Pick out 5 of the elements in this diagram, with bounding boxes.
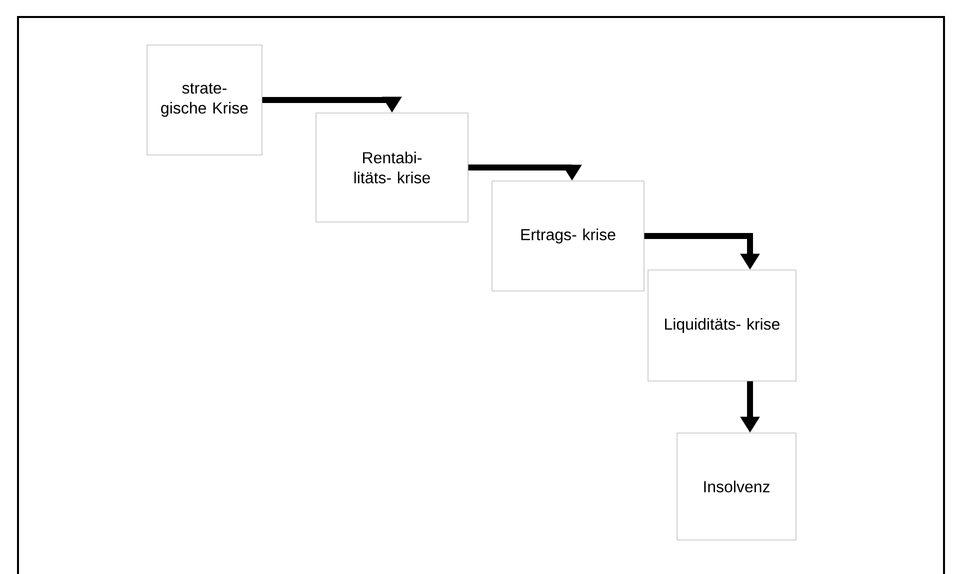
- process-box: Rentabi- litäts- krise: [316, 112, 468, 222]
- process-box: Insolvenz: [676, 432, 796, 540]
- process-box: Liquiditäts- krise: [648, 270, 796, 382]
- process-box: Ertrags- krise: [492, 180, 644, 292]
- process-box: strate- gische Krise: [146, 44, 262, 156]
